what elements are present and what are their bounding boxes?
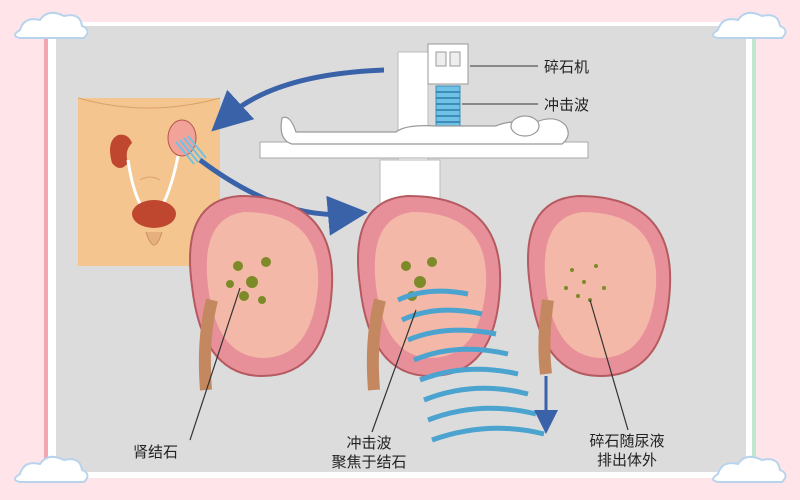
kidney-stone-label: 肾结石 — [133, 443, 179, 461]
arrow-machine-to-body — [211, 67, 385, 132]
focus-label: 冲击波 聚焦于结石 — [313, 434, 425, 472]
cloud-icon-bottom-right — [712, 455, 787, 483]
focus-leader-line — [371, 309, 417, 433]
cloud-icon-top-right — [712, 11, 787, 39]
kidney-stones — [226, 257, 271, 304]
left-border — [44, 22, 48, 478]
expel-label-line1: 碎石随尿液 — [589, 432, 665, 450]
cloud-icon-bottom-left — [14, 455, 89, 483]
right-border — [752, 22, 756, 478]
torso-shockwave — [175, 135, 207, 165]
expel-label-line2: 排出体外 — [596, 451, 657, 469]
expel-leader-line — [589, 299, 629, 431]
expel-label: 碎石随尿液 排出体外 — [570, 432, 684, 470]
focus-label-line1: 冲击波 — [346, 434, 392, 452]
cloud-icon-top-left — [14, 11, 89, 39]
shockwave-label: 冲击波 — [544, 96, 590, 114]
lithotripter-label: 碎石机 — [544, 58, 590, 76]
kidney-fragments-expelled — [527, 194, 672, 378]
kidney-with-stones — [189, 194, 334, 391]
shockwave-generator — [435, 85, 461, 129]
focus-label-line2: 聚焦于结石 — [331, 453, 407, 471]
patient-figure — [280, 115, 569, 145]
kidney-stone-leader-line — [189, 287, 241, 441]
focused-shockwave — [396, 288, 545, 443]
